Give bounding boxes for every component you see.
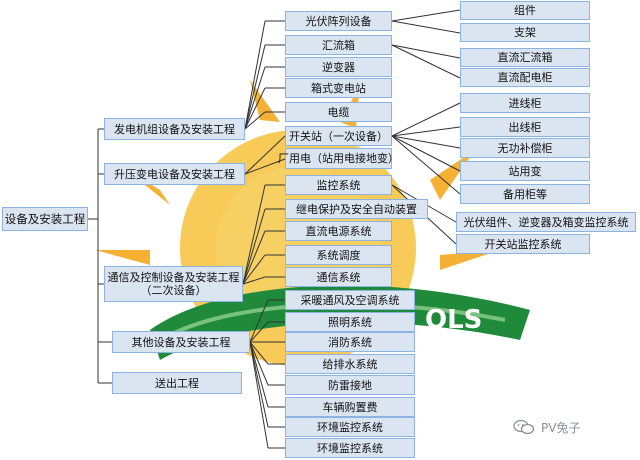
control-item-protection: 继电保护及安全自动装置 bbox=[285, 199, 428, 219]
wechat-icon bbox=[513, 419, 535, 435]
monitoring-child-switch: 开关站监控系统 bbox=[456, 234, 590, 254]
watermark-text: PV兔子 bbox=[541, 420, 581, 435]
other-item-vehicles: 车辆购置费 bbox=[285, 397, 415, 417]
control-item-communication: 通信系统 bbox=[285, 267, 392, 287]
control-item-dc-power: 直流电源系统 bbox=[285, 221, 392, 241]
level1-node-substation: 升压变电设备及安装工程 bbox=[104, 163, 245, 185]
substation-item-station-power: 厂用电（站用电接地变） bbox=[278, 148, 399, 169]
other-item-fire: 消防系统 bbox=[285, 332, 415, 352]
gen-item-combiner: 汇流箱 bbox=[285, 35, 392, 55]
level1-node-other: 其他设备及安装工程 bbox=[112, 331, 250, 353]
gen-item-cable: 电缆 bbox=[285, 102, 392, 122]
level1-node-control: 通信及控制设备及安装工程（二次设备） bbox=[104, 266, 243, 302]
other-item-hvac: 采暖通风及空调系统 bbox=[285, 290, 415, 310]
switch-child-spare: 备用柜等 bbox=[460, 184, 590, 204]
control-item-dispatch: 系统调度 bbox=[285, 245, 392, 265]
other-item-lighting: 照明系统 bbox=[285, 312, 415, 332]
root-node: 设备及安装工程 bbox=[2, 207, 88, 231]
pv-child-bracket: 支架 bbox=[460, 23, 590, 42]
level1-node-transmission: 送出工程 bbox=[112, 372, 242, 394]
other-item-env-monitor-1: 环境监控系统 bbox=[285, 417, 415, 437]
substation-item-switch-station: 开关站（一次设备） bbox=[285, 126, 392, 146]
banner-text: OLS bbox=[425, 305, 482, 335]
gen-item-inverter: 逆变器 bbox=[285, 57, 392, 77]
other-item-water: 给排水系统 bbox=[285, 354, 415, 374]
switch-child-incoming: 进线柜 bbox=[460, 93, 590, 113]
combiner-child-dc-cabinet: 直流配电柜 bbox=[460, 68, 590, 87]
gen-item-box-substation: 箱式变电站 bbox=[285, 78, 392, 98]
other-item-lightning: 防雷接地 bbox=[285, 375, 415, 395]
switch-child-station-transformer: 站用变 bbox=[460, 161, 590, 181]
control-item-monitoring: 监控系统 bbox=[285, 175, 392, 195]
watermark: PV兔子 bbox=[513, 415, 633, 439]
pv-child-module: 组件 bbox=[460, 1, 590, 20]
switch-child-reactive: 无功补偿柜 bbox=[460, 138, 590, 158]
switch-child-outgoing: 出线柜 bbox=[460, 117, 590, 137]
gen-item-pv-array: 光伏阵列设备 bbox=[285, 11, 392, 31]
level1-node-generation: 发电机组设备及安装工程 bbox=[104, 118, 245, 140]
monitoring-child-pv: 光伏组件、逆变器及箱变监控系统 bbox=[456, 212, 636, 232]
combiner-child-dc-box: 直流汇流箱 bbox=[460, 48, 590, 67]
other-item-env-monitor-2: 环境监控系统 bbox=[285, 438, 415, 458]
